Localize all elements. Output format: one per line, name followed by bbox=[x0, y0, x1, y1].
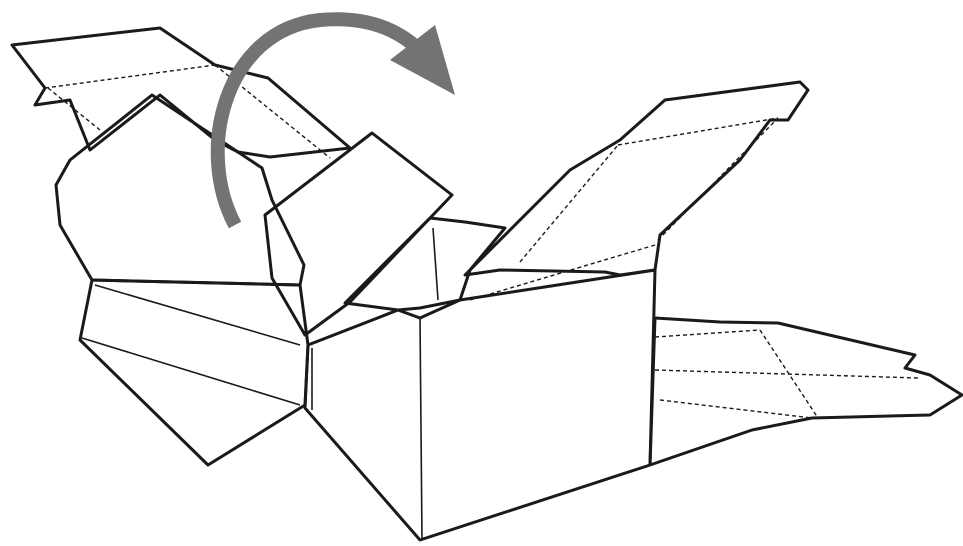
right-top-flap bbox=[465, 82, 808, 300]
left-front-panel bbox=[80, 280, 308, 465]
curved-arrow-icon bbox=[218, 19, 455, 225]
front-right-panel bbox=[305, 270, 655, 540]
left-kraft-flap bbox=[12, 28, 350, 158]
right-kraft-flap bbox=[650, 318, 962, 465]
left-wall-flap bbox=[56, 95, 304, 285]
